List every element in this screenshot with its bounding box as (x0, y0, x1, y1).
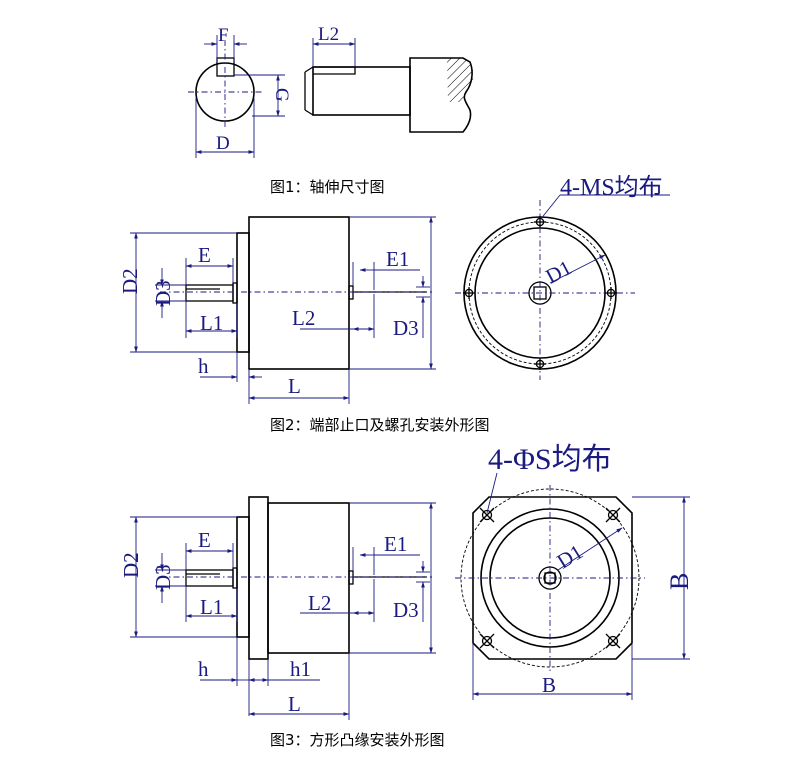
fig3-bolt-circle (460, 488, 640, 668)
fig2-label-h: h (198, 354, 209, 378)
fig3-square-flange (248, 496, 269, 660)
fig1-shaft-extension-body (312, 66, 411, 116)
fig2-motor-body (248, 216, 350, 370)
fig3-square-flange-outline (472, 496, 633, 660)
fig3-front-view: 4-ΦS均布 D1 B B (455, 443, 694, 700)
fig2-mount-hole-left (463, 287, 475, 299)
fig2-label-l: L (288, 374, 301, 398)
fig3-label-l: L (288, 692, 301, 716)
fig2-mount-hole-right (605, 287, 617, 299)
fig2-label-l2: L2 (292, 306, 315, 330)
fig1-keyway (216, 57, 235, 77)
fig2-mount-hole-bottom (534, 358, 546, 370)
fig3-label-l2: L2 (308, 591, 331, 615)
fig2-note-mount-holes: 4-MS均布 (560, 174, 663, 201)
fig2-flange (236, 232, 250, 353)
fig1-shaft-extension: F G D L2 图1：轴伸尺寸图 (188, 24, 474, 196)
fig1-label-l2: L2 (318, 24, 339, 45)
fig3-motor-body (267, 502, 350, 654)
fig3-mount-hole-bottom-right (605, 633, 621, 649)
fig3-mount-hole-top-right (605, 507, 621, 523)
fig1-caption: 图1：轴伸尺寸图 (270, 178, 385, 196)
fig3-label-e1: E1 (384, 532, 407, 556)
fig3-label-d3-right: D3 (393, 598, 419, 622)
fig2-side-view: D2 D3 E L1 E1 L2 D3 h L (118, 216, 436, 404)
fig2-label-l1: L1 (200, 311, 223, 335)
fig3-label-h: h (198, 657, 209, 681)
fig3-mount-hole-bottom-left (479, 633, 495, 649)
fig1-label-g: G (271, 88, 292, 102)
fig3-label-d1: D1 (553, 540, 587, 574)
fig3-label-d2: D2 (119, 552, 143, 578)
fig3-note-mount-holes: 4-ΦS均布 (488, 443, 612, 476)
fig2-label-d3-right: D3 (393, 316, 419, 340)
fig3-label-d3-left: D3 (151, 564, 175, 590)
fig3-mount-hole-top-left (479, 507, 495, 523)
fig3-label-l1: L1 (200, 595, 223, 619)
fig3-label-b-side: B (665, 573, 694, 590)
fig1-label-d: D (216, 133, 230, 154)
fig3-shaft (185, 569, 234, 587)
fig2-mount-hole-top (534, 216, 546, 228)
fig3-label-e: E (198, 528, 211, 552)
fig2-front-view: 4-MS均布 D1 (455, 174, 670, 380)
fig2-label-e: E (198, 243, 211, 267)
fig2-label-d3-left: D3 (151, 280, 175, 306)
fig2-label-e1: E1 (386, 247, 409, 271)
fig1-label-f: F (218, 25, 229, 46)
fig3-side-view: D2 D3 E L1 E1 L2 D3 h h1 L (119, 496, 436, 720)
fig2-label-d2: D2 (118, 268, 142, 294)
fig2-shaft (185, 284, 234, 302)
fig3-label-h1: h1 (290, 657, 311, 681)
fig3-caption: 图3：方形凸缘安装外形图 (270, 731, 445, 749)
fig3-label-b-bottom: B (542, 673, 556, 697)
fig2-caption: 图2：端部止口及螺孔安装外形图 (270, 416, 490, 434)
